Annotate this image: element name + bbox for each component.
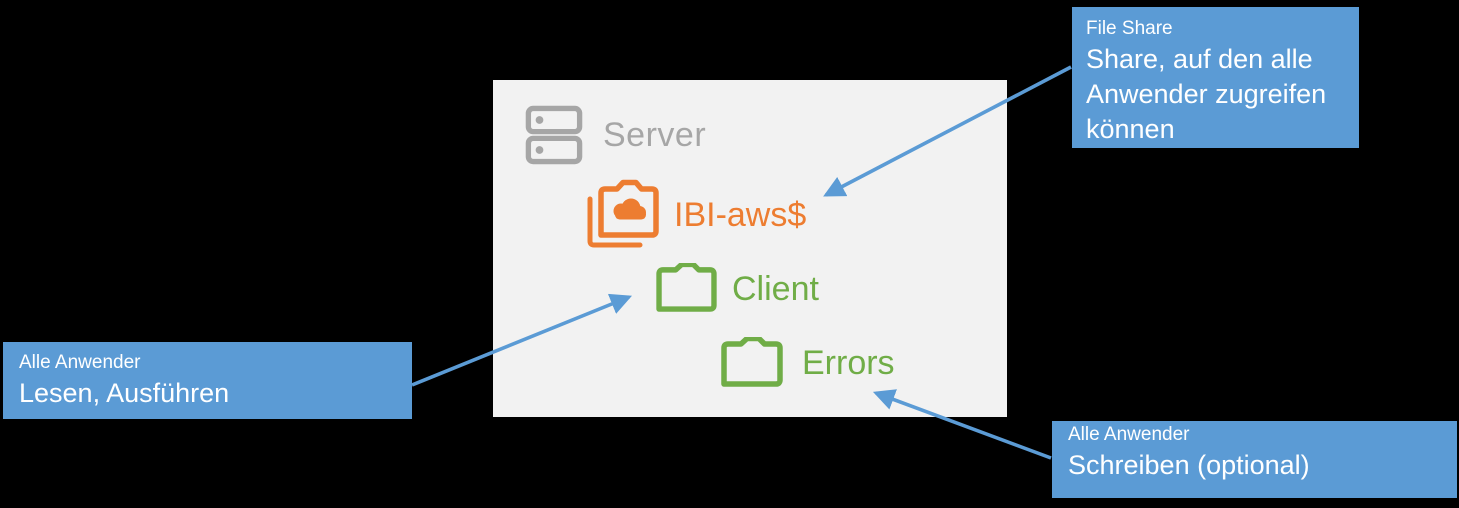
file-share-row: IBI-aws$	[586, 178, 806, 252]
folder-icon	[656, 263, 717, 312]
callout-read-execute-body: Lesen, Ausführen	[19, 378, 230, 408]
client-folder-label: Client	[732, 269, 819, 308]
errors-folder-label: Errors	[802, 343, 895, 382]
server-icon	[525, 105, 583, 165]
cloud-shared-folder-icon	[587, 179, 659, 248]
errors-folder-row: Errors	[720, 336, 895, 390]
callout-write-optional-body: Schreiben (optional)	[1068, 450, 1310, 480]
server-label: Server	[603, 115, 707, 154]
callout-read-execute-title: Alle Anwender	[19, 352, 141, 373]
callout-file-share-title: File Share	[1086, 18, 1173, 39]
folder-icon	[721, 336, 783, 387]
client-folder-row: Client	[655, 262, 819, 316]
callout-write-optional-title: Alle Anwender	[1068, 424, 1190, 445]
callout-read-execute: Alle Anwender Lesen, Ausführen	[3, 342, 412, 419]
file-share-label: IBI-aws$	[674, 195, 807, 234]
callout-file-share-body: Share, auf den alle Anwender zugreifen k…	[1086, 44, 1327, 144]
callout-file-share: File Share Share, auf den alle Anwender …	[1072, 7, 1359, 148]
callout-write-optional: Alle Anwender Schreiben (optional)	[1052, 421, 1457, 498]
server-row: Server	[525, 104, 706, 166]
server-panel: Server IBI-aws$ Client	[493, 80, 1007, 417]
